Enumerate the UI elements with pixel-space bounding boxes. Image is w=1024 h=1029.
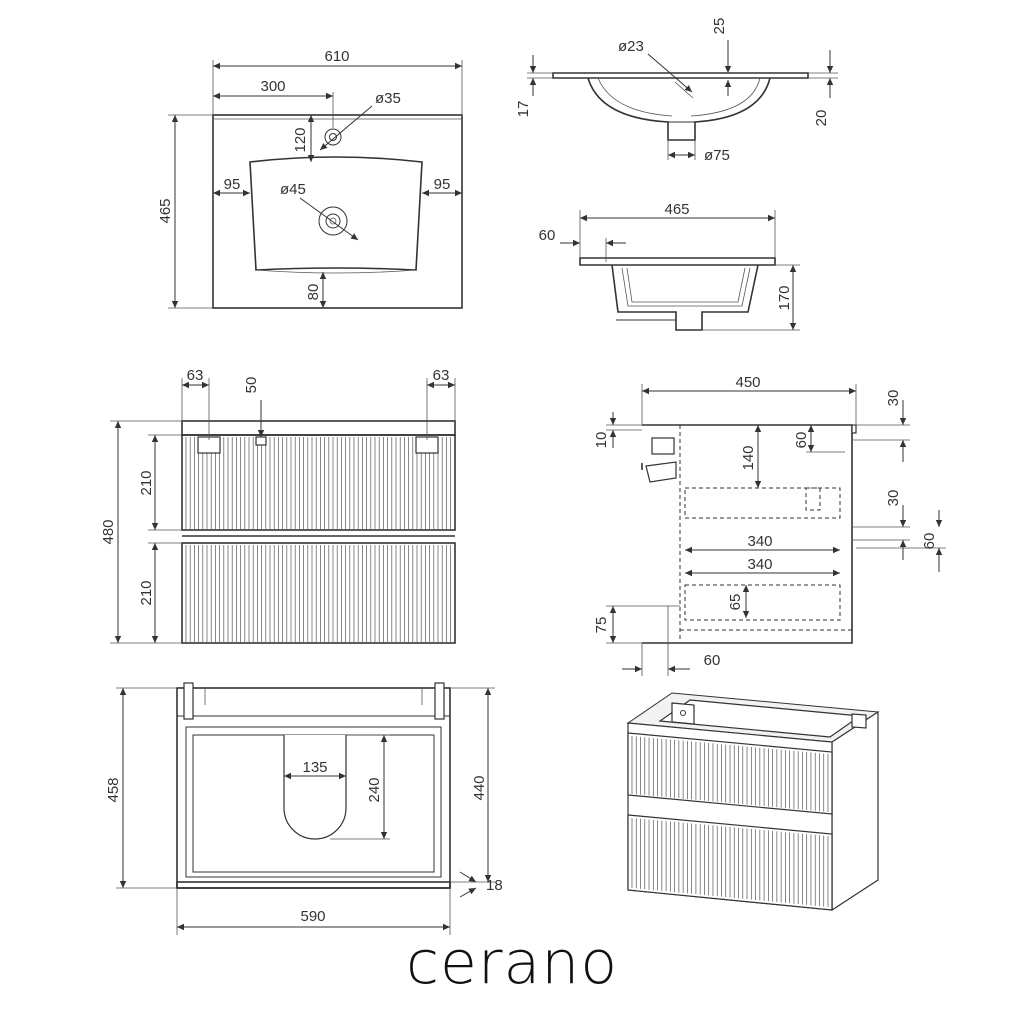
basin-side-view: 465 60 170 bbox=[539, 201, 800, 331]
dim-210-upper: 210 bbox=[138, 470, 155, 495]
cabinet-side-view: 450 30 10 60 140 30 60 340 3 bbox=[593, 374, 946, 676]
front-top-edge bbox=[851, 424, 857, 434]
bracket-left-plan bbox=[183, 682, 194, 720]
iso-top-inner bbox=[658, 699, 862, 738]
dim-75: 75 bbox=[593, 617, 610, 634]
dim-depth-450: 450 bbox=[735, 374, 760, 391]
dim-dia-23: ø23 bbox=[618, 38, 644, 55]
dim-210-lower: 210 bbox=[138, 580, 155, 605]
brand-logo: cerano bbox=[405, 928, 619, 998]
lower-drawer-box bbox=[684, 584, 841, 621]
dim-240: 240 bbox=[366, 777, 383, 802]
dim-20: 20 bbox=[813, 110, 830, 127]
pipe-cutout bbox=[283, 735, 347, 840]
drawer-lower bbox=[181, 542, 456, 644]
iso-flutes-lower bbox=[631, 818, 829, 907]
overflow bbox=[674, 81, 694, 99]
dim-140: 140 bbox=[740, 445, 757, 470]
basin-front-slab bbox=[552, 72, 809, 79]
cabinet-front-view: 63 50 63 480 210 210 bbox=[100, 367, 456, 644]
basin-top-outline bbox=[212, 114, 463, 309]
basin-front-inner bbox=[597, 77, 761, 117]
dim-17: 17 bbox=[515, 101, 532, 118]
dim-80: 80 bbox=[305, 284, 322, 301]
iso-bracket-hole bbox=[680, 710, 686, 716]
iso-bracket bbox=[671, 702, 695, 725]
dim-135: 135 bbox=[302, 759, 327, 776]
drain-hole-center bbox=[329, 217, 337, 225]
dim-dia-45: ø45 bbox=[280, 181, 306, 198]
dim-340-upper: 340 bbox=[747, 533, 772, 550]
cabinet-plan-inner bbox=[185, 726, 442, 878]
waste-outlet bbox=[667, 121, 696, 141]
basin-bowl-front bbox=[255, 269, 417, 274]
bracket-right-plan bbox=[434, 682, 445, 720]
cabinet-top-slab bbox=[181, 420, 456, 436]
basin-side-bowl bbox=[611, 264, 759, 331]
dim-60-bottom: 60 bbox=[704, 652, 721, 669]
leader-line bbox=[459, 871, 477, 883]
cabinet-plan-front bbox=[176, 881, 451, 889]
dim-dia-75: ø75 bbox=[704, 147, 730, 164]
iso-flutes-upper bbox=[631, 736, 829, 812]
leader-line bbox=[459, 887, 477, 898]
dim-30-top: 30 bbox=[885, 390, 902, 407]
dim-50: 50 bbox=[243, 377, 260, 394]
dim-25: 25 bbox=[711, 18, 728, 35]
drain-hole-inner bbox=[325, 213, 341, 229]
basin-front-bowl bbox=[587, 77, 771, 141]
dim-10: 10 bbox=[593, 432, 610, 449]
flutes-lower bbox=[185, 545, 451, 642]
basin-side-slab bbox=[579, 257, 776, 266]
dim-depth-465: 465 bbox=[157, 198, 174, 223]
drawer-handle-cutout bbox=[805, 487, 821, 511]
dim-dia-35: ø35 bbox=[375, 90, 401, 107]
dim-340-lower: 340 bbox=[747, 556, 772, 573]
basin-front-view: ø23 25 17 20 ø75 bbox=[515, 18, 838, 164]
dim-440: 440 bbox=[471, 775, 488, 800]
cabinet-isometric-view bbox=[626, 692, 880, 912]
dim-side-465: 465 bbox=[664, 201, 689, 218]
pipe-notch bbox=[255, 436, 267, 446]
dim-63-left: 63 bbox=[187, 367, 204, 384]
dim-60-inner: 60 bbox=[793, 432, 810, 449]
dim-300: 300 bbox=[260, 78, 285, 95]
basin-top-view: 610 300 ø35 120 95 95 ø45 465 80 bbox=[157, 48, 463, 309]
dim-30-mid: 30 bbox=[885, 490, 902, 507]
tap-hole bbox=[324, 128, 342, 146]
dim-18: 18 bbox=[486, 877, 503, 894]
cabinet-top-view: 458 440 135 240 18 590 bbox=[105, 682, 503, 935]
cabinet-side-outline bbox=[642, 424, 853, 644]
basin-side-inner2 bbox=[626, 267, 746, 303]
wall-bracket-hook bbox=[645, 461, 677, 483]
dim-60-right: 60 bbox=[921, 533, 938, 550]
dim-120: 120 bbox=[292, 127, 309, 152]
drawer-upper bbox=[181, 434, 456, 531]
dim-65: 65 bbox=[727, 594, 744, 611]
flutes-upper bbox=[185, 437, 451, 529]
dim-width-610: 610 bbox=[324, 48, 349, 65]
leader-line bbox=[319, 105, 373, 151]
basin-side-inner bbox=[621, 267, 751, 307]
iso-bracket-right bbox=[851, 713, 867, 729]
wall-bracket bbox=[651, 437, 675, 455]
dim-95-right: 95 bbox=[434, 176, 451, 193]
tap-hole-inner bbox=[329, 133, 337, 141]
dim-95-left: 95 bbox=[224, 176, 241, 193]
leader-line bbox=[647, 53, 693, 93]
basin-bowl-outline bbox=[249, 156, 423, 271]
upper-drawer-box bbox=[684, 487, 841, 519]
dim-side-60: 60 bbox=[539, 227, 556, 244]
dim-width-590: 590 bbox=[300, 908, 325, 925]
iso-side-face bbox=[831, 710, 879, 912]
dim-458: 458 bbox=[105, 777, 122, 802]
leader-line bbox=[299, 197, 359, 241]
dim-side-170: 170 bbox=[776, 285, 793, 310]
dim-63-right: 63 bbox=[433, 367, 450, 384]
dim-height-480: 480 bbox=[100, 519, 117, 544]
drain-hole bbox=[318, 206, 348, 236]
